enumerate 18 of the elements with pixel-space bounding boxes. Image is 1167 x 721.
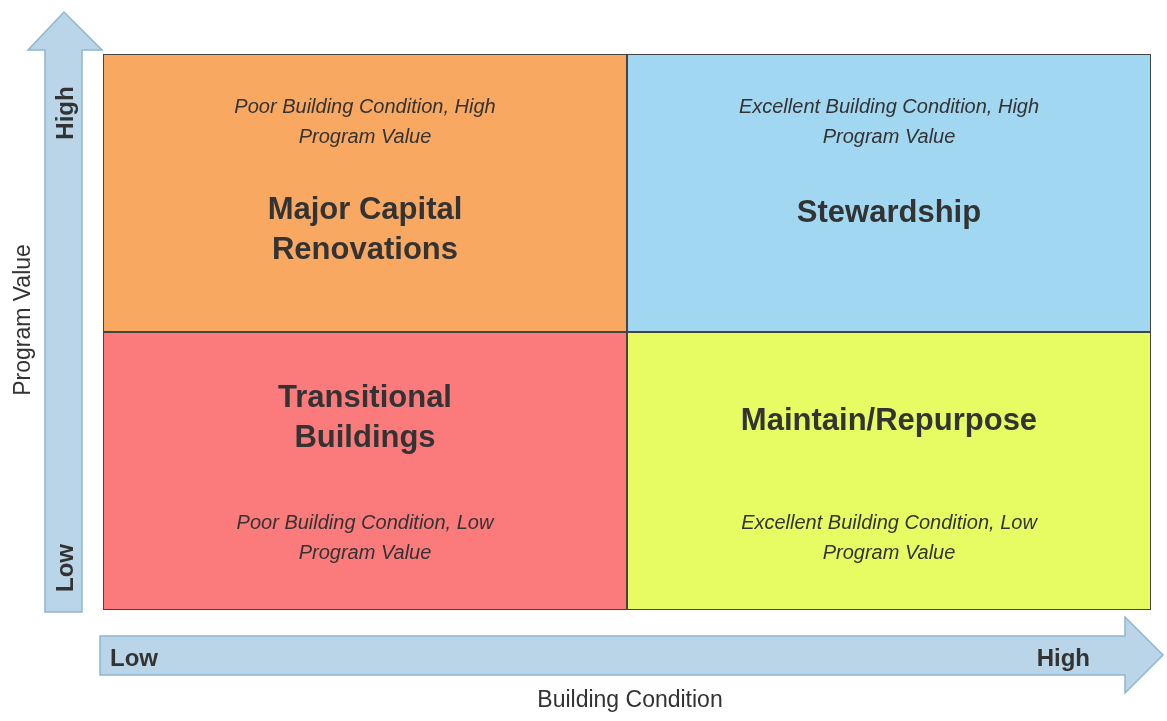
- axis-title: Building Condition: [536, 685, 724, 714]
- axis-end-label: Low: [50, 543, 77, 594]
- quadrant-title: Transitional Buildings: [277, 378, 453, 456]
- quadrant-box: [103, 332, 627, 610]
- quadrant-title: Maintain/Repurpose: [740, 401, 1038, 439]
- axis-end-label: Low: [110, 643, 159, 672]
- axis-end-label: High: [1035, 643, 1090, 672]
- axis-title: Program Value: [8, 243, 35, 398]
- quadrant-title: Stewardship: [795, 193, 983, 231]
- quadrant-box: [103, 54, 627, 332]
- quadrant-description: Excellent Building Condition, Low Program Value: [740, 510, 1039, 565]
- quadrant-description: Poor Building Condition, High Program Value: [233, 94, 497, 149]
- quadrant-title: Major Capital Renovations: [266, 190, 464, 268]
- quadrant-description: Excellent Building Condition, High Program Value: [737, 94, 1041, 149]
- axis-end-label: High: [50, 85, 77, 142]
- quadrant-box: [627, 332, 1151, 610]
- quadrant-box: [627, 54, 1151, 332]
- quadrant-description: Poor Building Condition, Low Program Value: [235, 510, 496, 565]
